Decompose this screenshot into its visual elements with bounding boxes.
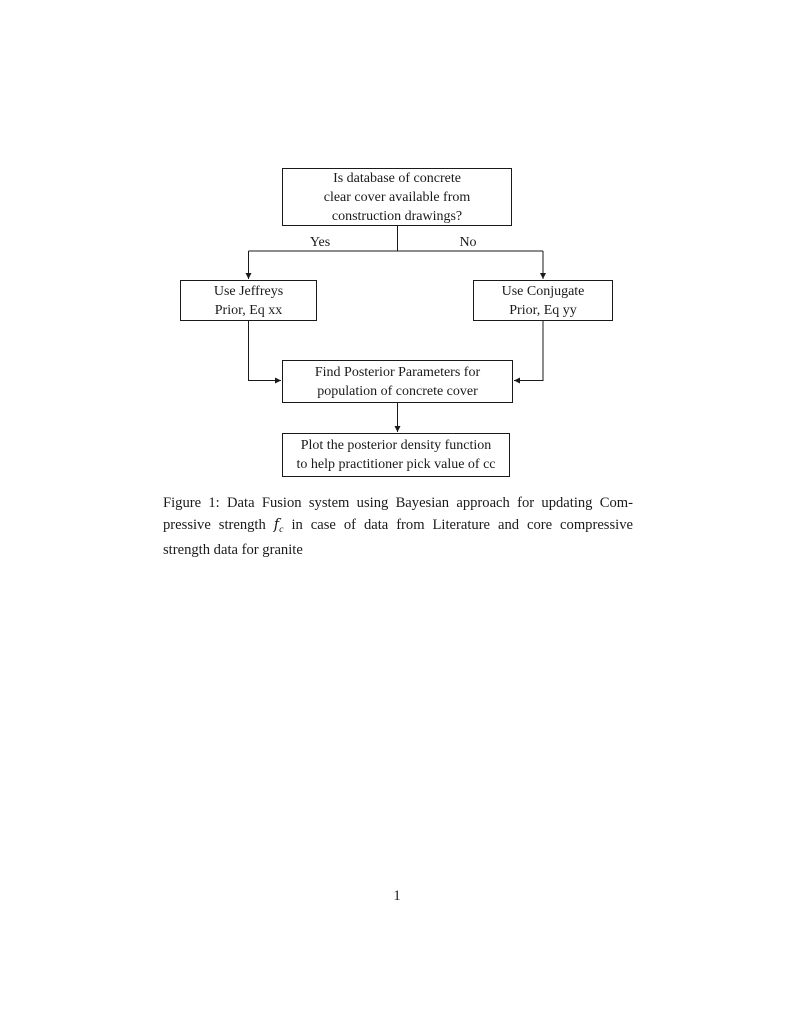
yes-branch-label: Yes — [309, 235, 331, 250]
branch-trunk-line — [248, 226, 543, 252]
caption-line-1: Figure 1: Data Fusion system using Bayes… — [163, 495, 633, 511]
posterior-parameters-line: Find Posterior Parameters for — [314, 364, 481, 380]
decision-box-line: construction drawings? — [331, 208, 463, 224]
posterior-parameters-line: population of concrete cover — [317, 383, 478, 399]
no-branch-label: No — [459, 235, 477, 250]
decision-box-line: clear cover available from — [323, 189, 471, 205]
figure-caption: Figure 1: Data Fusion system using Bayes… — [163, 493, 633, 561]
caption-line-3: strength data for granite — [163, 541, 303, 558]
jeffreys-prior-line: Use Jeffreys — [213, 283, 284, 299]
conjugate-to-posterior-arrow — [514, 321, 544, 384]
plot-density-line: to help practitioner pick value of cc — [296, 457, 496, 472]
caption-line-2: pressive strength fc in case of data fro… — [163, 514, 633, 540]
jeffreys-prior-box: Use Jeffreys Prior, Eq xx — [180, 280, 317, 321]
conjugate-prior-box: Use Conjugate Prior, Eq yy — [473, 280, 613, 321]
page-number: 1 — [393, 888, 401, 904]
posterior-parameters-box: Find Posterior Parameters for population… — [282, 360, 513, 403]
plot-density-box: Plot the posterior density function to h… — [282, 433, 510, 477]
plot-density-line: Plot the posterior density function — [300, 438, 492, 453]
conjugate-prior-line: Prior, Eq yy — [509, 302, 577, 318]
conjugate-prior-line: Use Conjugate — [501, 283, 585, 299]
jeffreys-to-posterior-arrow — [248, 321, 281, 384]
caption-math-f: f — [273, 516, 280, 533]
decision-box: Is database of concrete clear cover avai… — [282, 168, 512, 226]
jeffreys-prior-line: Prior, Eq xx — [214, 302, 283, 318]
caption-line-2-pre: pressive strength — [163, 517, 274, 533]
decision-box-line: Is database of concrete — [333, 170, 461, 186]
caption-math-subscript: c — [279, 523, 284, 535]
caption-line-2-post: in case of data from Literature and core… — [283, 517, 633, 533]
